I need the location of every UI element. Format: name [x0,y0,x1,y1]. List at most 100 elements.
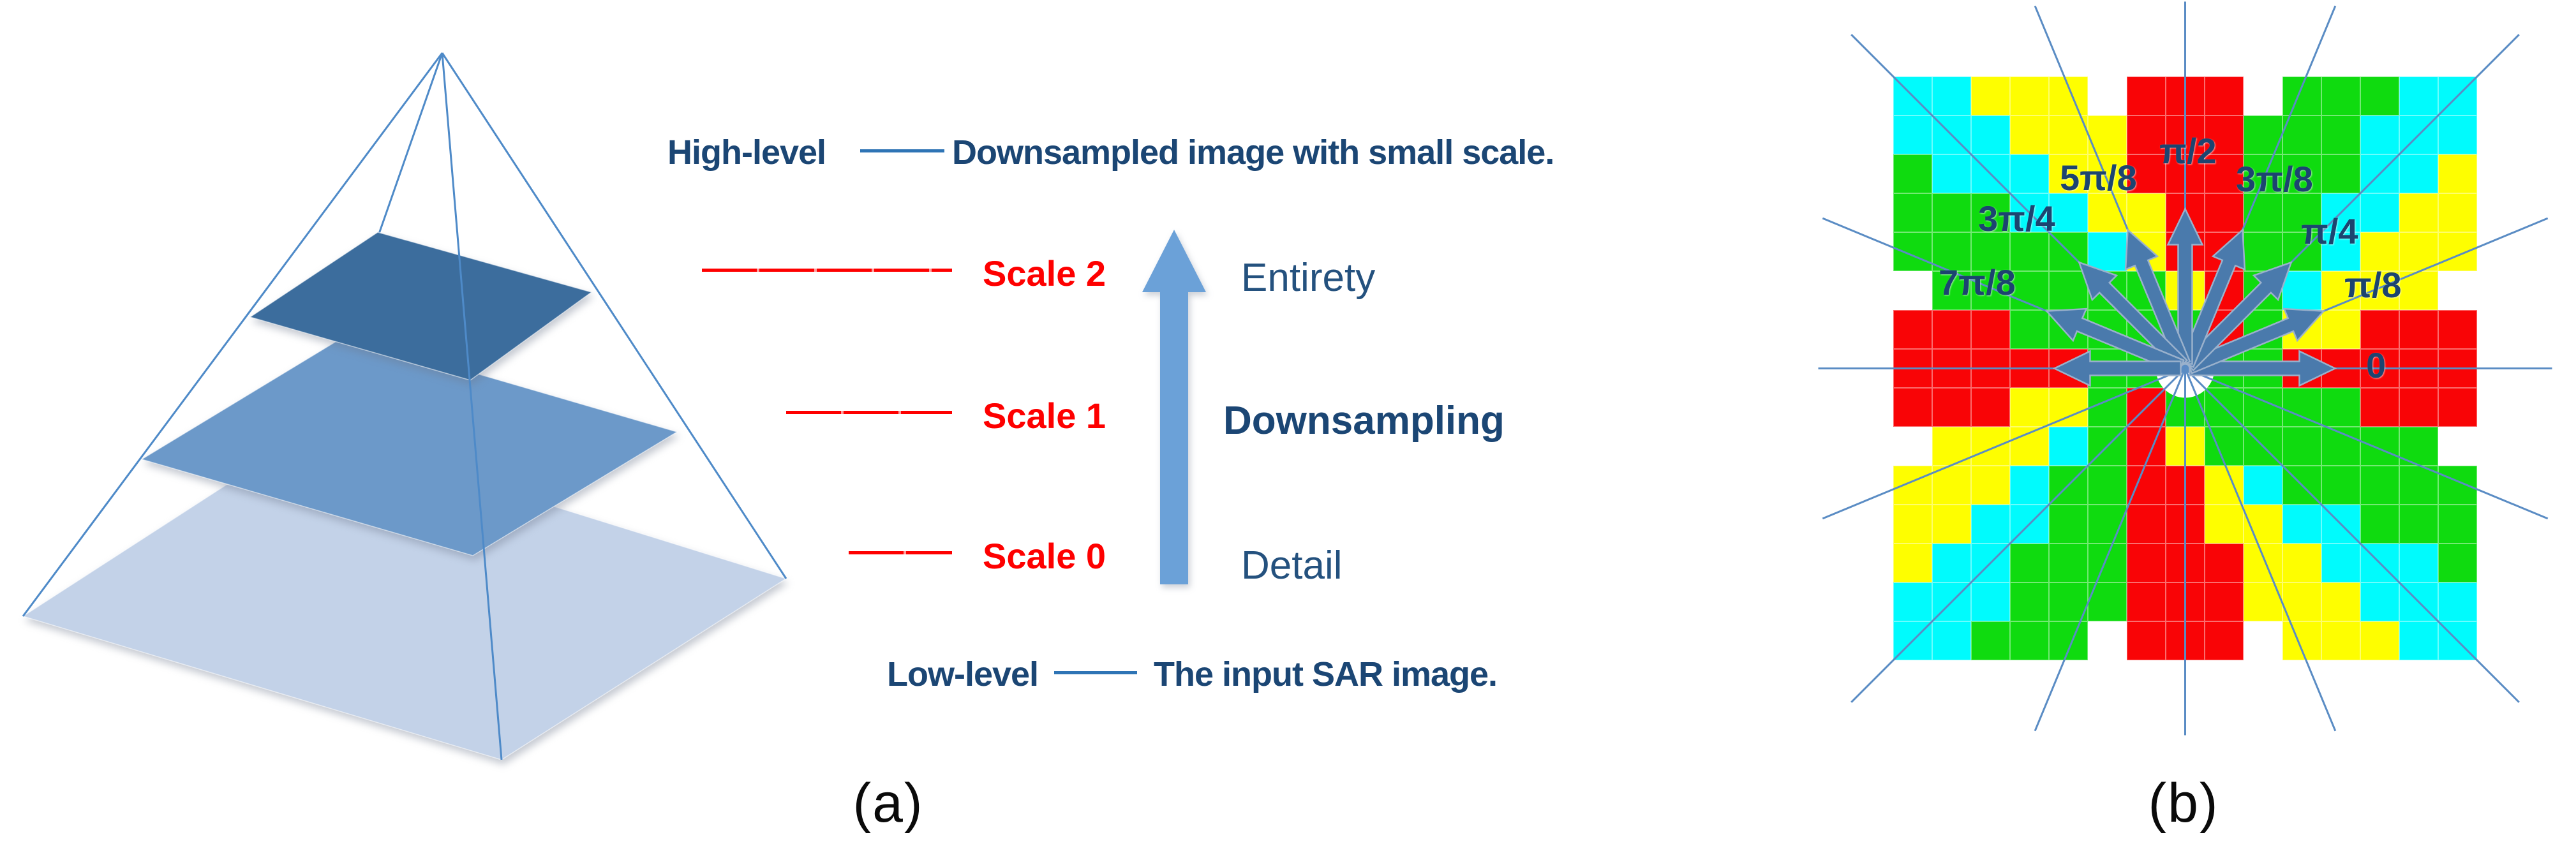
grid-cell [2010,388,2049,427]
grid-cell [2321,621,2360,660]
grid-cell [1971,582,2010,621]
orientation-grid [1893,77,2477,660]
grid-cell [2321,310,2360,349]
grid-cell [2282,193,2321,232]
angle-label: 5π/8 [2060,158,2137,198]
grid-cell [2438,232,2477,271]
grid-cell [2088,544,2127,582]
grid-cell [2127,582,2166,621]
grid-cell [1971,77,2010,115]
grid-cell [2360,621,2399,660]
grid-cell [1971,505,2010,544]
grid-cell [2438,154,2477,193]
high-level-description: Downsampled image with small scale. [952,133,1554,172]
grid-cell [2360,310,2399,349]
grid-cell [2360,232,2399,271]
grid-cell [1932,154,1971,193]
grid-cell [2049,77,2088,115]
grid-cell [1971,427,2010,466]
angle-label: π/4 [2301,211,2358,251]
grid-cell [1893,115,1932,154]
grid-cell [2360,388,2399,427]
grid-cell [2399,388,2438,427]
grid-cell [2360,193,2399,232]
grid-cell [1971,115,2010,154]
downsampling-label: Downsampling [1223,399,1505,443]
grid-cell [2205,115,2244,154]
grid-cell [2282,77,2321,115]
grid-cell [2010,544,2049,582]
low-level-connector-line [1054,671,1137,674]
grid-cell [2127,115,2166,154]
grid-cell [2127,466,2166,505]
grid-cell [2088,77,2127,115]
grid-cell [2360,582,2399,621]
grid-cell [2360,115,2399,154]
grid-cell [2399,310,2438,349]
grid-cell [2321,388,2360,427]
grid-cell [2399,544,2438,582]
pyramid-left-edge [22,52,443,617]
grid-cell [2321,77,2360,115]
grid-cell [1932,77,1971,115]
grid-cell [1893,544,1932,582]
grid-cell [1932,505,1971,544]
grid-cell [2399,154,2438,193]
grid-cell [2049,154,2088,193]
grid-cell [2282,621,2321,660]
grid-cell [2049,544,2088,582]
low-level-label: Low-level [887,655,1039,693]
high-level-connector-line [860,149,944,152]
grid-cell [2282,427,2321,466]
caption-a: (a) [852,773,924,834]
grid-cell [2399,232,2438,271]
grid-cell [1893,232,1932,271]
grid-cell [1971,310,2010,349]
grid-cell [2438,115,2477,154]
radial-line [2184,367,2520,703]
grid-cell [2438,193,2477,232]
orientation-overlay-graphic [1818,1,2552,736]
grid-cell [2399,621,2438,660]
grid-cell [1893,154,1932,193]
grid-cell [1971,271,2010,310]
grid-cell [2438,310,2477,349]
grid-cell [2244,621,2282,660]
grid-cell [1932,388,1971,427]
detail-label: Detail [1241,544,1343,588]
grid-cell [2438,505,2477,544]
grid-cell [2127,505,2166,544]
pyramid-right-edge [441,52,787,579]
grid-cell [1971,621,2010,660]
orientation-arrow [2052,350,2182,387]
grid-cell [2360,466,2399,505]
radial-line [2184,367,2549,520]
grid-cell [2360,77,2399,115]
pyramid-layer-top [249,232,593,381]
grid-cell [2321,544,2360,582]
radial-line [2184,367,2337,732]
grid-cell [2205,466,2244,505]
grid-cell [1971,193,2010,232]
downsampling-arrow-icon [1142,230,1206,584]
grid-cell [1893,310,1932,349]
grid-cell [2244,466,2282,505]
grid-cell [2282,544,2321,582]
grid-cell [2049,271,2088,310]
grid-cell [2282,505,2321,544]
grid-cell [2049,193,2088,232]
grid-cell [2282,115,2321,154]
low-level-description: The input SAR image. [1154,655,1498,693]
grid-cell [2244,544,2282,582]
grid-cell [2438,544,2477,582]
grid-cell [2010,154,2049,193]
grid-cell [2282,582,2321,621]
angle-label: 3π/4 [1978,198,2055,239]
grid-cell [2205,544,2244,582]
scale-0-label: Scale 0 [983,536,1106,576]
grid-cell [2049,582,2088,621]
grid-cell [2205,193,2244,232]
grid-cell [1932,232,1971,271]
grid-cell [2010,115,2049,154]
